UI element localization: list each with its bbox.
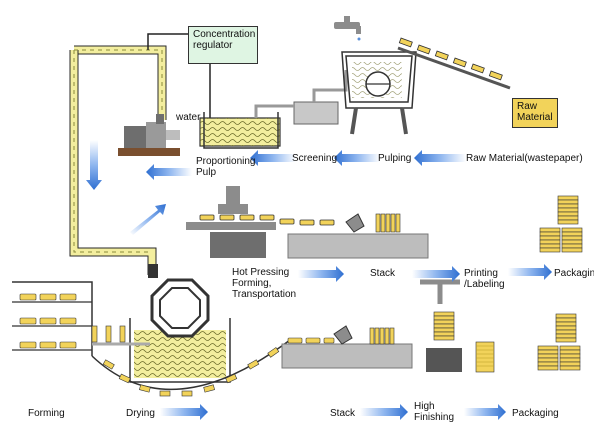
arrow-stack-to-finishing bbox=[360, 404, 408, 420]
press-arm bbox=[420, 279, 460, 304]
label-drying: Drying bbox=[126, 408, 155, 419]
pulper-tank bbox=[341, 51, 417, 135]
label-hot-pressing: Hot Pressing Forming, Transportation bbox=[232, 267, 297, 300]
packaging-stacks-bottom bbox=[537, 313, 581, 371]
arrow-finishing-to-packaging bbox=[464, 404, 506, 420]
label-forming: Forming bbox=[28, 408, 65, 419]
hot-press-machine bbox=[186, 186, 335, 258]
raw-material-conveyor bbox=[397, 37, 511, 90]
pulp-pipe bbox=[69, 45, 167, 275]
label-printing-labeling: Printing /Labeling bbox=[464, 268, 505, 290]
pump-station bbox=[118, 114, 180, 156]
label-screening: Screening bbox=[292, 153, 338, 164]
label-pulping: Pulping bbox=[378, 153, 412, 164]
label-stack-top: Stack bbox=[370, 268, 396, 279]
finishing-machine bbox=[426, 311, 495, 373]
process-arrows bbox=[86, 140, 552, 420]
label-stack-bottom: Stack bbox=[330, 408, 356, 419]
label-raw-material-wastepaper: Raw Material(wastepaper) bbox=[466, 153, 583, 164]
arrow-drying bbox=[160, 404, 208, 420]
label-water: water bbox=[176, 112, 201, 123]
arrow-diagonal bbox=[130, 204, 166, 235]
packaging-stacks-top bbox=[539, 195, 583, 253]
arrow-down bbox=[86, 140, 102, 190]
label-packaging-top: Packaging bbox=[554, 268, 594, 279]
drying-oven bbox=[12, 281, 150, 356]
proportioning-tank bbox=[199, 112, 281, 149]
concentration-regulator-box: Concentration regulator bbox=[188, 26, 258, 64]
arrow-screening-to-proportioning bbox=[250, 150, 296, 166]
drying-conveyor bbox=[91, 339, 291, 397]
arrow-raw-to-pulping bbox=[414, 150, 466, 166]
screening-unit bbox=[254, 70, 348, 125]
arrow-pulping-to-screening bbox=[334, 150, 380, 166]
forming-tank bbox=[129, 264, 231, 383]
stacking-conveyor bbox=[281, 325, 413, 369]
arrow-stack-to-printing bbox=[412, 266, 460, 282]
label-high-finishing: High Finishing bbox=[414, 401, 455, 423]
regulator-line bbox=[147, 33, 188, 50]
arrow-hotpress-to-stack bbox=[298, 266, 344, 282]
printing-conveyor bbox=[287, 213, 429, 259]
water-faucet-icon bbox=[334, 16, 361, 41]
raw-material-box: Raw Material bbox=[512, 98, 558, 128]
arrow-printing-to-packaging bbox=[508, 264, 552, 280]
label-proportioning-pulp: Proportioning Pulp bbox=[196, 156, 256, 178]
label-packaging-bottom: Packaging bbox=[512, 408, 559, 419]
arrow-proportioning-out bbox=[146, 164, 192, 180]
